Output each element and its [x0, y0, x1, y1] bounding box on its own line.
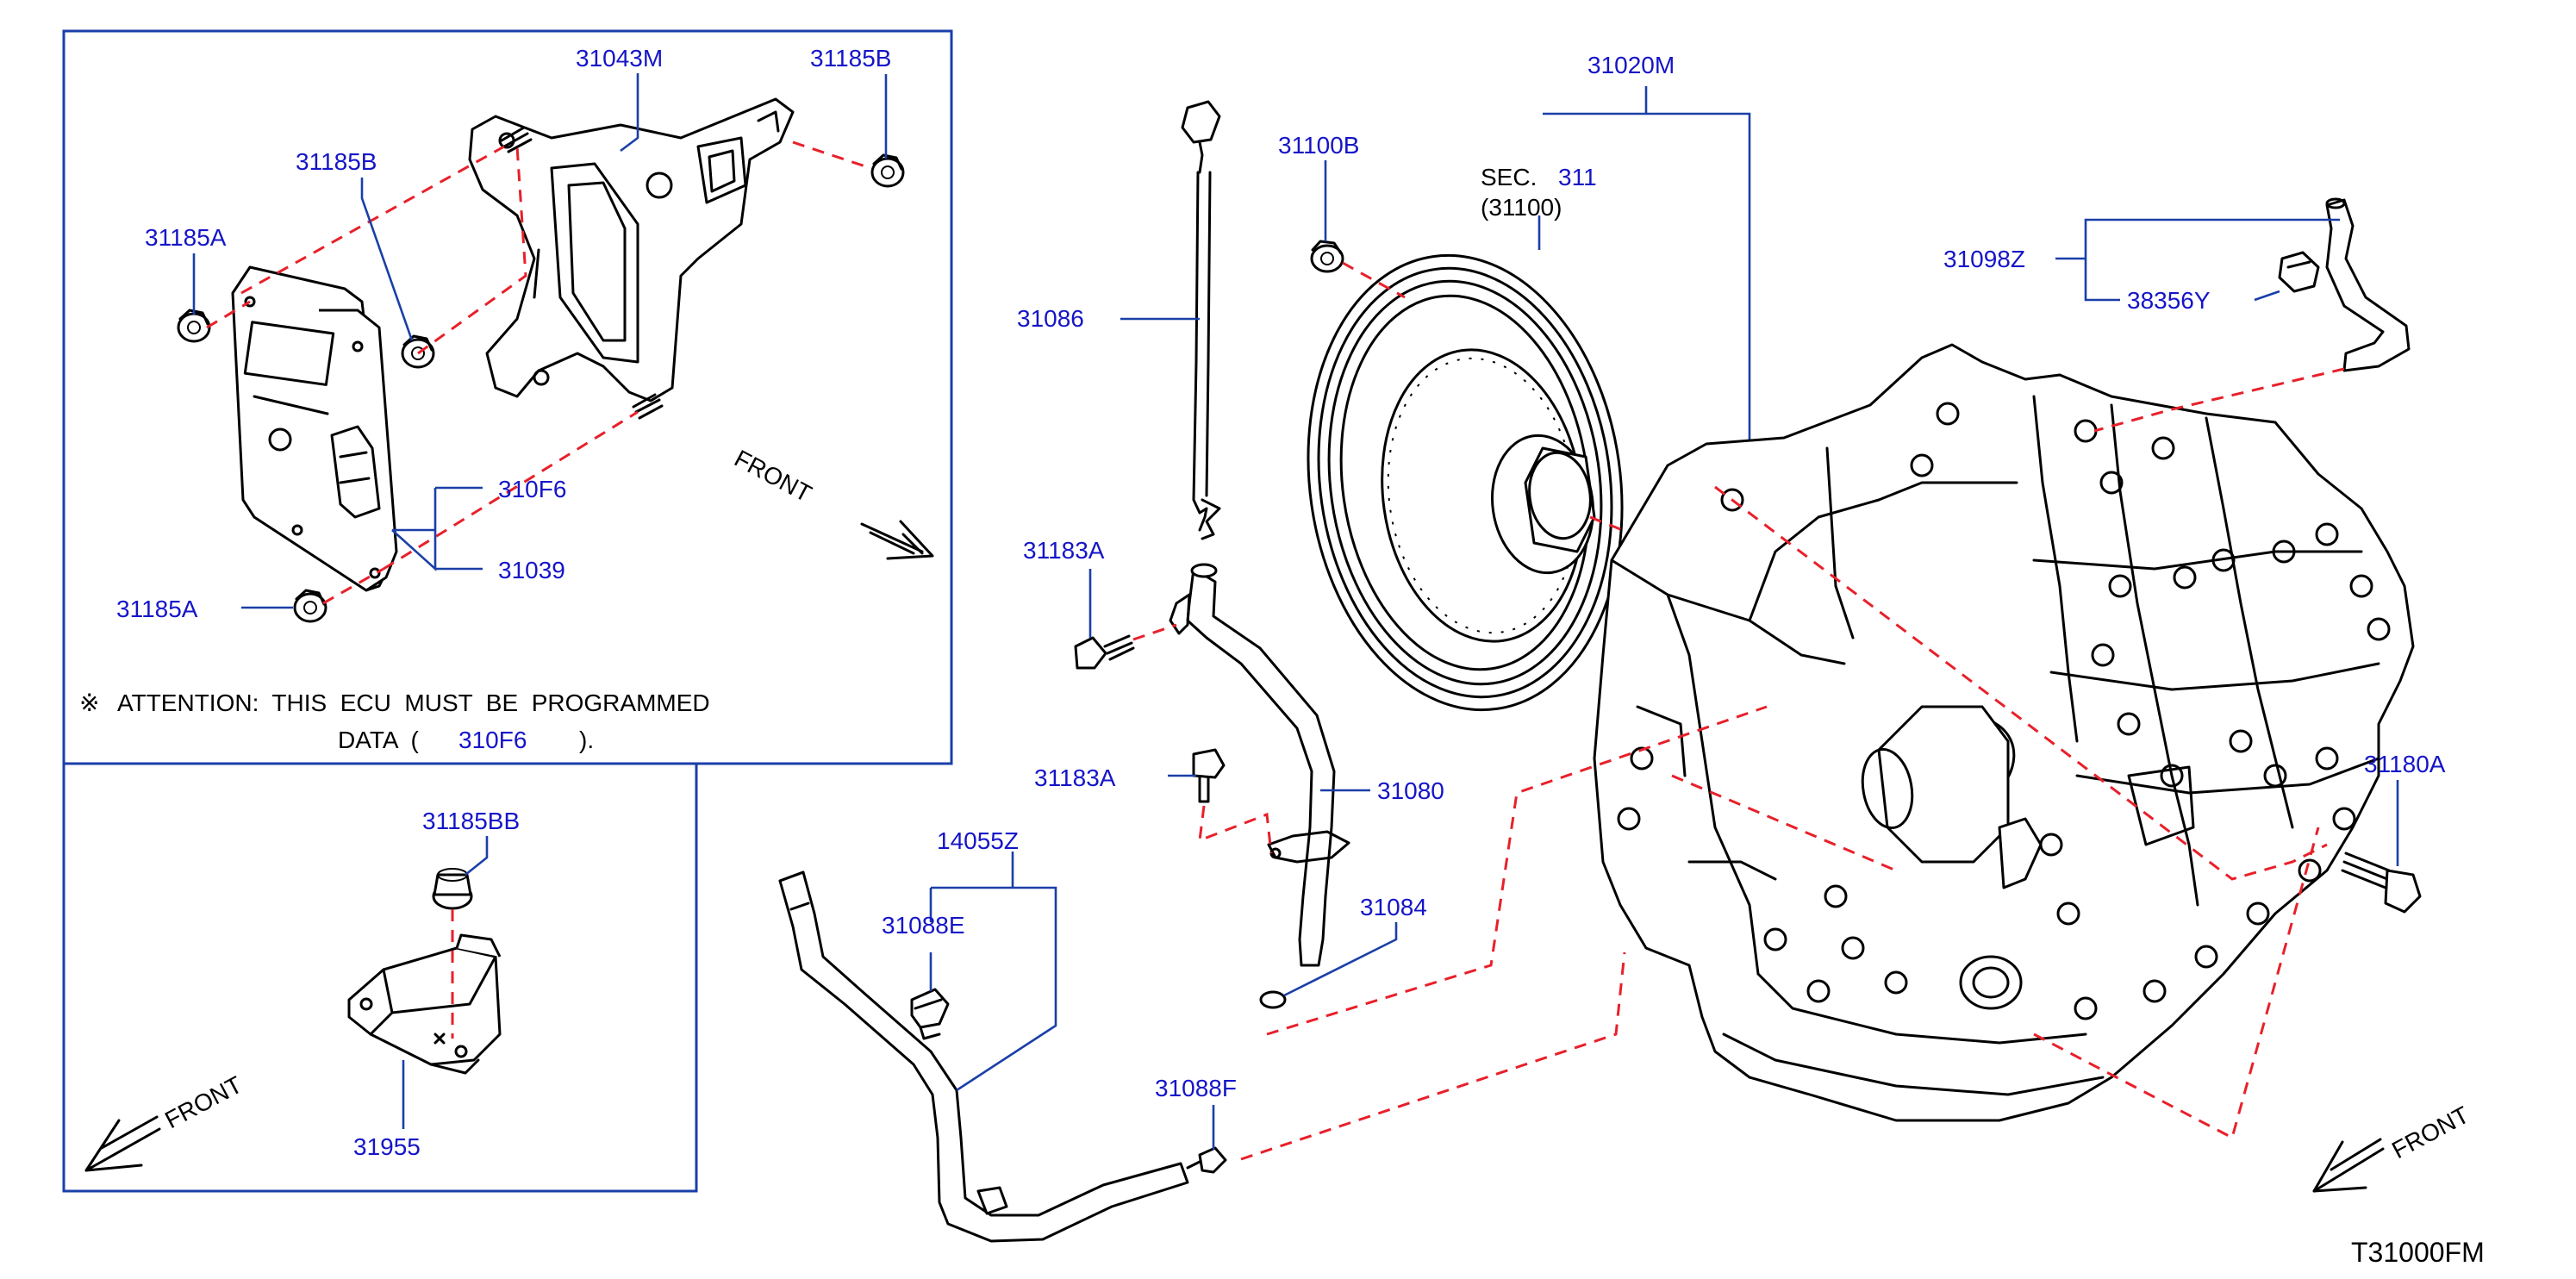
- sensor-inset-box: [62, 764, 698, 1193]
- ecu-front-arrow-icon: [860, 520, 934, 560]
- attention-line2-prefix: DATA (: [338, 727, 420, 753]
- label-31043M: 31043M: [576, 45, 663, 72]
- label-31098Z: 31098Z: [1943, 246, 2025, 272]
- label-31088E: 31088E: [882, 912, 965, 939]
- ecu-nut-left: [401, 334, 435, 369]
- ecu-inset-box: [62, 29, 953, 765]
- ecu-dashed-lines: [206, 140, 871, 605]
- transmission-case: [1593, 343, 2415, 1122]
- label-31185A-bottom: 31185A: [116, 596, 198, 622]
- sensor-body: [347, 933, 502, 1075]
- ecu-nut-bottom: [293, 589, 327, 623]
- sec-part: (31100): [1481, 194, 1562, 221]
- converter-dashed: [1342, 261, 1656, 545]
- sensor-nut: [432, 868, 473, 910]
- transmission-dashed: [1266, 367, 2345, 1140]
- diagram-id: T31000FM: [2351, 1237, 2485, 1268]
- attention-mark: ※: [79, 689, 99, 716]
- label-31080: 31080: [1377, 777, 1444, 804]
- dipstick-dashed: [1132, 623, 1273, 854]
- label-14055Z: 14055Z: [937, 827, 1019, 854]
- label-31180A: 31180A: [2364, 751, 2446, 777]
- label-31084: 31084: [1360, 894, 1427, 920]
- label-31039: 31039: [498, 557, 565, 583]
- sensor-leaders: [402, 836, 489, 1129]
- nut-31100B: [1310, 240, 1344, 273]
- clamp-31088E: [910, 988, 950, 1040]
- sensor-front-label: FRONT: [160, 1071, 246, 1134]
- sec-number: 311: [1558, 164, 1597, 190]
- cooler-hose: [778, 870, 1189, 1243]
- main-front-arrow-icon: [2312, 1138, 2385, 1193]
- transmission-bolts: [1617, 402, 2391, 1020]
- dipstick: [1181, 100, 1221, 540]
- ecu-leaders: [192, 73, 888, 609]
- torque-converter: [1307, 253, 1624, 712]
- ecu-stud-top: [500, 126, 533, 153]
- attention-line1: ATTENTION: THIS ECU MUST BE PROGRAMMED: [117, 689, 710, 716]
- clip-38356Y: [2278, 251, 2320, 293]
- hose-dashed: [1240, 951, 1626, 1161]
- main-front-label: FRONT: [2387, 1101, 2473, 1164]
- bolt-31183A-top: [1074, 634, 1135, 670]
- label-31086: 31086: [1017, 305, 1084, 332]
- vent-hose-31098Z: [2325, 197, 2411, 372]
- label-31020M: 31020M: [1587, 52, 1675, 78]
- label-31183A-top: 31183A: [1023, 537, 1105, 564]
- clamp-31088F: [1186, 1146, 1227, 1174]
- label-31183A-bottom: 31183A: [1034, 764, 1116, 791]
- label-31088F: 31088F: [1155, 1075, 1237, 1101]
- label-38356Y: 38356Y: [2127, 287, 2211, 314]
- dipstick-leaders: [1088, 317, 1398, 997]
- label-31185B-top: 31185B: [810, 45, 891, 72]
- attention-line2-suffix: ).: [579, 727, 594, 753]
- bolt-31183A-bottom: [1192, 748, 1226, 803]
- charging-pipe: [1169, 563, 1350, 967]
- oring-31084: [1259, 990, 1287, 1009]
- hose-leaders: [929, 852, 1215, 1150]
- ecu-module: [231, 265, 398, 592]
- label-31185B-left: 31185B: [296, 148, 377, 175]
- sensor-front-arrow-icon: [84, 1115, 161, 1172]
- label-310F6: 310F6: [498, 476, 566, 502]
- attention-line2-part: 310F6: [458, 727, 527, 753]
- label-31185A-top: 31185A: [145, 224, 227, 251]
- ecu-nut-top-right: [870, 153, 905, 188]
- ecu-front-label: FRONT: [730, 445, 816, 508]
- ecu-nut-top-left: [177, 309, 211, 343]
- ecu-stud-bottom: [632, 393, 664, 420]
- label-31185BB: 31185BB: [422, 808, 520, 834]
- sec-label: SEC.: [1481, 164, 1537, 190]
- label-31100B: 31100B: [1278, 132, 1359, 159]
- transmission-leaders: [2055, 218, 2399, 866]
- label-31955: 31955: [353, 1133, 421, 1160]
- bolt-31180A: [2341, 852, 2422, 914]
- ecu-bracket: [468, 97, 795, 402]
